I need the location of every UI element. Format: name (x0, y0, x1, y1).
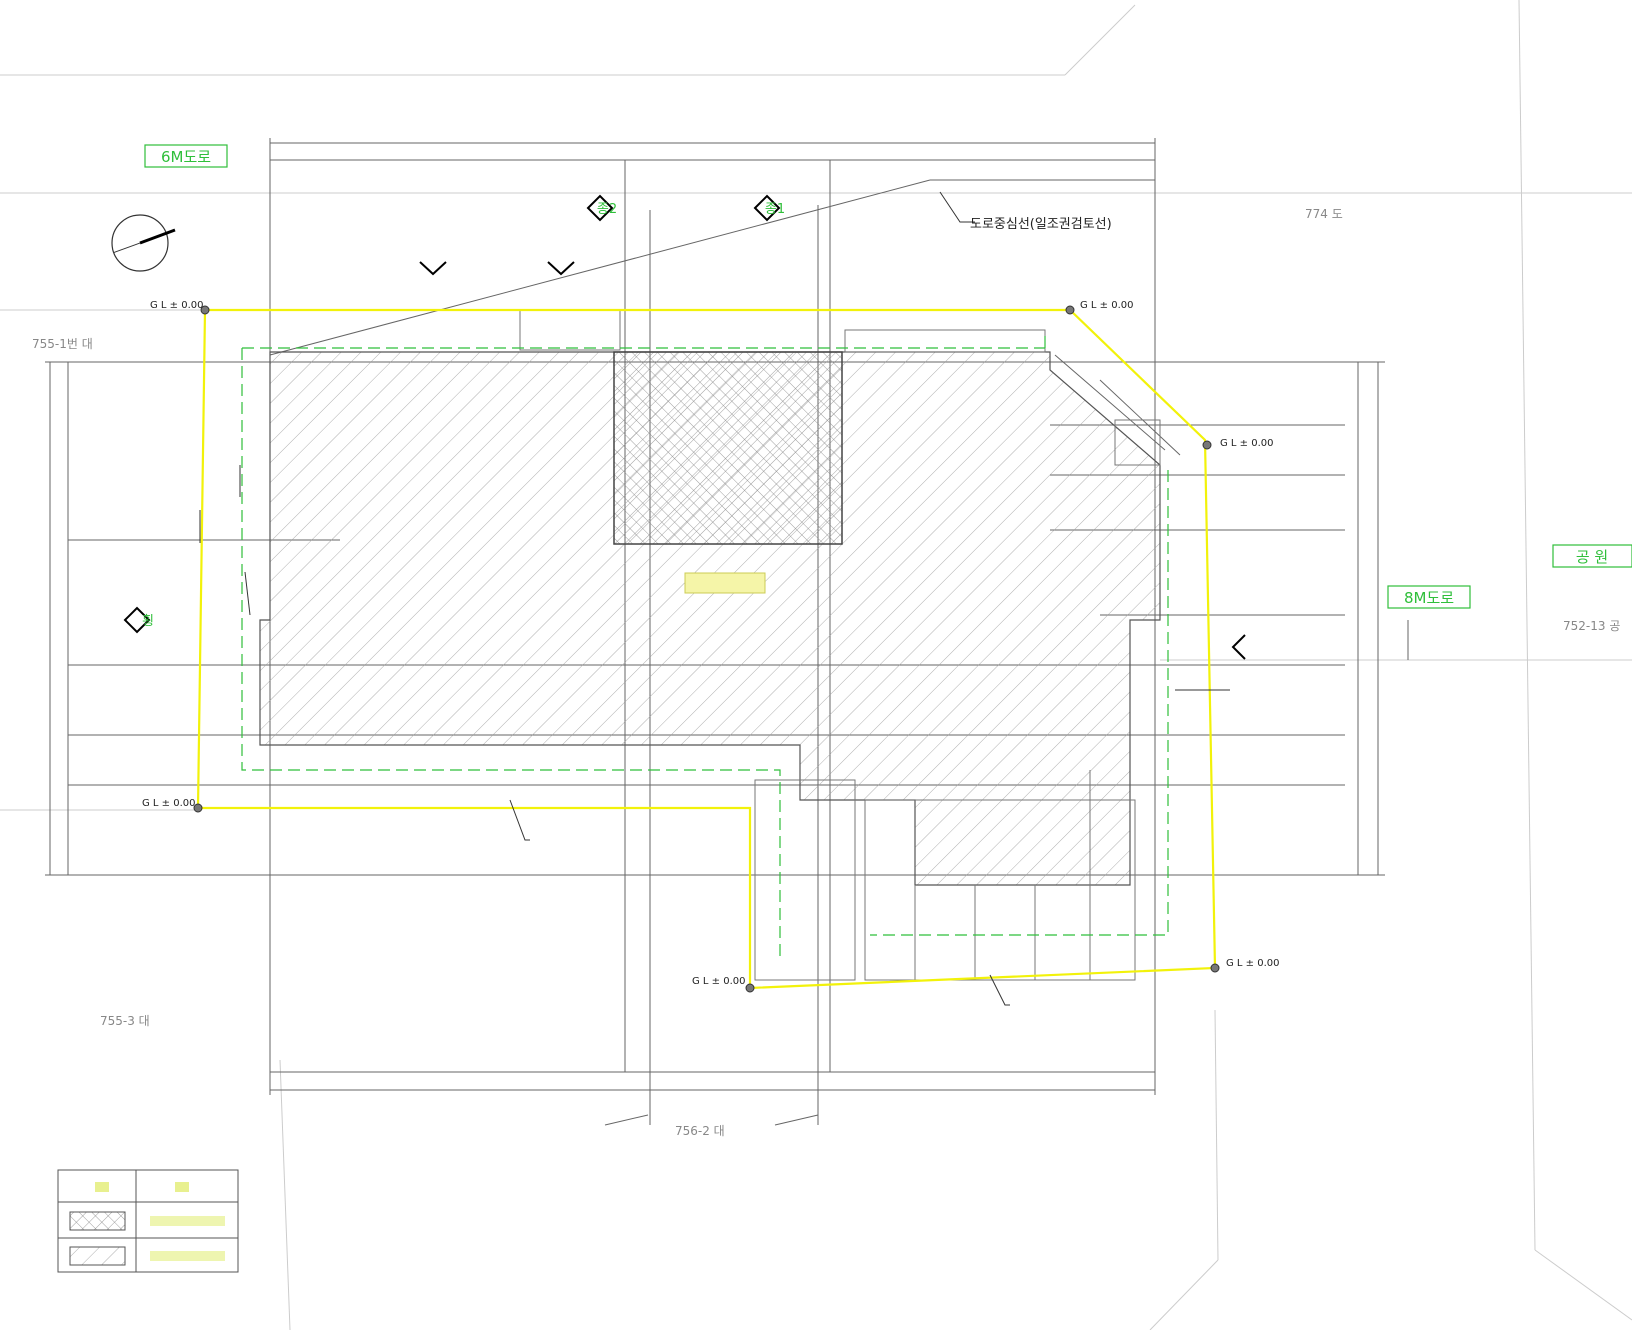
gl-label: G L ± 0.00 (692, 976, 746, 987)
north-arrow-icon (111, 214, 176, 272)
parcel-west: 755-3 대 (100, 1014, 150, 1028)
parcel-north-left: 755-1번 대 (32, 337, 93, 351)
park-label: 공 원 (1576, 548, 1608, 566)
parcel-south: 756-2 대 (675, 1124, 725, 1138)
gl-label: G L ± 0.00 (1080, 300, 1134, 311)
road-box-right (1387, 585, 1471, 609)
road-label-top: 6M도로 (161, 148, 211, 166)
gl-label: G L ± 0.00 (142, 798, 196, 809)
gl-points (193, 305, 1220, 993)
park-box (1552, 544, 1632, 568)
setback-lines (241, 330, 1169, 960)
building-footprint (259, 351, 1161, 886)
road-center-annotation: 도로중심선(일조권검토선) (970, 217, 1112, 232)
gl-label: G L ± 0.00 (1220, 438, 1274, 449)
parcel-north-right: 774 도 (1305, 207, 1343, 221)
legend-table (57, 1169, 239, 1273)
road-center-line (269, 179, 1181, 456)
gl-label: G L ± 0.00 (1226, 958, 1280, 969)
leader-lines (199, 191, 1230, 1006)
parcel-east: 752-13 공 (1563, 619, 1620, 633)
gl-label: G L ± 0.00 (150, 300, 204, 311)
section-mark-label: 종2 (597, 202, 617, 217)
section-mark-label: 횡 (142, 614, 154, 629)
road-label-right: 8M도로 (1404, 589, 1454, 607)
road-box-top (144, 144, 228, 168)
section-markers (123, 194, 1246, 660)
section-mark-label: 종1 (765, 202, 785, 217)
